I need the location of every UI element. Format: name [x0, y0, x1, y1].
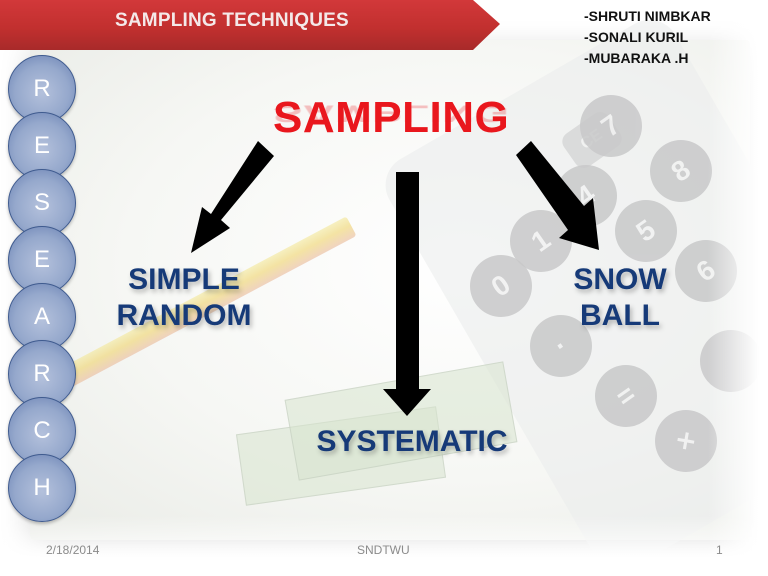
letter-bubble: E	[8, 226, 76, 294]
header-banner: SAMPLING TECHNIQUES	[0, 0, 500, 50]
photo-fade	[708, 0, 768, 576]
branch-label-line: RANDOM	[116, 299, 252, 332]
branch-systematic: SYSTEMATIC	[312, 424, 512, 460]
letter-bubble: R	[8, 340, 76, 408]
letter-bubble: H	[8, 454, 76, 522]
author-name: -SHRUTI NIMBKAR	[584, 8, 711, 24]
letter-bubble: C	[8, 397, 76, 465]
branch-label-line: SYSTEMATIC	[316, 425, 508, 458]
arrow-down-left-icon	[191, 141, 274, 253]
letter-bubble: R	[8, 55, 76, 123]
branch-label-line: BALL	[580, 299, 660, 332]
arrow-down-icon	[383, 172, 431, 416]
arrow-down-right-icon	[516, 141, 599, 250]
letter-bubble: A	[8, 283, 76, 351]
page-number: 1	[716, 543, 723, 557]
author-name: -MUBARAKA .H	[584, 50, 689, 66]
branch-snow-ball: SNOW BALL	[560, 262, 680, 334]
author-list: -SHRUTI NIMBKAR -SONALI KURIL -MUBARAKA …	[584, 6, 711, 69]
branch-label-line: SNOW	[573, 263, 667, 296]
letter-bubble: E	[8, 112, 76, 180]
footer-date: 2/18/2014	[46, 543, 100, 557]
letter-bubble: S	[8, 169, 76, 237]
diagram-root-title: SAMPLING	[273, 93, 510, 142]
branch-simple-random: SIMPLE RANDOM	[104, 262, 264, 334]
slide-title: SAMPLING TECHNIQUES	[115, 10, 349, 31]
footer-center-text: SNDTWU	[357, 543, 410, 557]
branch-label-line: SIMPLE	[128, 263, 240, 296]
photo-fade	[0, 516, 768, 576]
author-name: -SONALI KURIL	[584, 29, 689, 45]
